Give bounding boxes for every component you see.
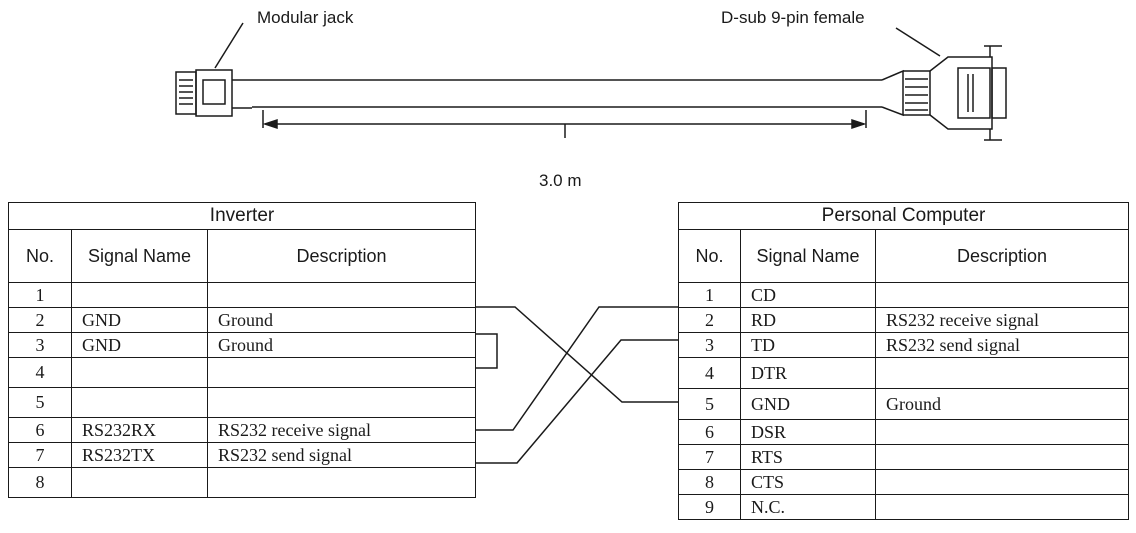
modular-jack-plug [175, 69, 252, 117]
signal-name: RS232TX [71, 442, 208, 468]
pin-number: 4 [8, 357, 72, 388]
pin-number: 3 [8, 332, 72, 358]
table-row: 1 [8, 282, 477, 308]
signal-description [206, 387, 477, 418]
inverter-header-no: No. [8, 229, 72, 283]
signal-description: Ground [874, 388, 1130, 420]
wire-inv2-pc5 [475, 306, 678, 403]
pin-number: 5 [8, 387, 72, 418]
signal-name: RS232RX [71, 417, 208, 443]
signal-description [874, 444, 1130, 470]
signal-name: TD [740, 332, 876, 358]
signal-description [874, 282, 1130, 308]
pc-header-description: Description [874, 229, 1130, 283]
signal-name: GND [71, 332, 208, 358]
dsub-label: D-sub 9-pin female [721, 8, 865, 27]
wire-inv6-pc2 [475, 306, 678, 431]
modular-jack-leader [214, 22, 244, 69]
signal-name: DSR [740, 419, 876, 445]
length-dimension [262, 110, 867, 138]
dsub-leader [895, 27, 941, 57]
inverter-header-signal: Signal Name [71, 229, 208, 283]
signal-description: RS232 receive signal [206, 417, 477, 443]
pc-table-title: Personal Computer [677, 202, 1130, 230]
signal-description [874, 357, 1130, 389]
pc-pin-table: Personal Computer No. Signal Name Descri… [677, 202, 1130, 520]
signal-description: RS232 send signal [206, 442, 477, 468]
table-row: 8 [8, 467, 477, 498]
signal-description [206, 467, 477, 498]
inverter-table-title: Inverter [7, 202, 477, 230]
dsub-connector [881, 45, 1007, 141]
signal-name: GND [71, 307, 208, 333]
inverter-header-description: Description [206, 229, 477, 283]
table-row: 5 [8, 387, 477, 418]
signal-name [71, 357, 208, 388]
pc-header-no: No. [678, 229, 741, 283]
pin-number: 2 [678, 307, 741, 333]
pin-number: 6 [678, 419, 741, 445]
signal-name: GND [740, 388, 876, 420]
pin-number: 1 [678, 282, 741, 308]
signal-name: RTS [740, 444, 876, 470]
pc-header-signal: Signal Name [740, 229, 876, 283]
signal-description [874, 494, 1130, 520]
signal-name: N.C. [740, 494, 876, 520]
signal-description: RS232 receive signal [874, 307, 1130, 333]
inverter-pin-table: Inverter No. Signal Name Description 1 2… [7, 202, 477, 498]
pin-number: 2 [8, 307, 72, 333]
wire-inv3-inv4-loop [475, 333, 498, 369]
signal-name [71, 387, 208, 418]
signal-description [206, 357, 477, 388]
signal-description [206, 282, 477, 308]
signal-description [874, 419, 1130, 445]
signal-name [71, 467, 208, 498]
pin-number: 6 [8, 417, 72, 443]
signal-name: CD [740, 282, 876, 308]
signal-name: DTR [740, 357, 876, 389]
signal-description: Ground [206, 307, 477, 333]
pin-number: 7 [678, 444, 741, 470]
pin-number: 9 [678, 494, 741, 520]
pin-number: 1 [8, 282, 72, 308]
wiring-lines [475, 306, 678, 464]
pin-number: 8 [8, 467, 72, 498]
pin-number: 5 [678, 388, 741, 420]
signal-description [874, 469, 1130, 495]
wire-inv7-pc3 [475, 339, 678, 464]
pin-number: 8 [678, 469, 741, 495]
pin-number: 7 [8, 442, 72, 468]
signal-name: RD [740, 307, 876, 333]
signal-description: RS232 send signal [874, 332, 1130, 358]
pin-number: 3 [678, 332, 741, 358]
signal-name: CTS [740, 469, 876, 495]
modular-jack-label: Modular jack [257, 8, 354, 27]
signal-description: Ground [206, 332, 477, 358]
length-label: 3.0 m [539, 171, 582, 190]
pin-number: 4 [678, 357, 741, 389]
signal-name [71, 282, 208, 308]
table-row: 4 [8, 357, 477, 388]
